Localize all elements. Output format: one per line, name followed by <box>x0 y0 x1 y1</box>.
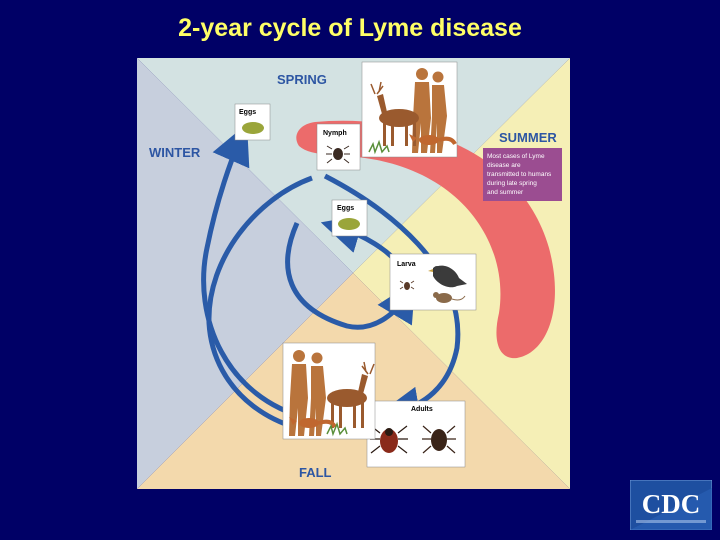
eggs-label-summer: Eggs <box>337 205 354 212</box>
grass-icon <box>326 421 348 437</box>
egg-cluster-icon <box>338 218 360 230</box>
deer-icon <box>327 361 375 428</box>
cycle-arrow-fall-to-spring <box>201 123 308 421</box>
mouse-icon <box>433 292 466 303</box>
cdc-logo-text: CDC <box>642 489 701 519</box>
nymph-card: Nymph <box>316 123 361 171</box>
grass-icon <box>368 139 390 155</box>
larva-label: Larva <box>397 261 416 268</box>
nymph-label: Nymph <box>323 130 347 137</box>
bird-icon <box>428 265 467 288</box>
cdc-logo: CDC <box>630 480 712 530</box>
adults-card: Adults <box>366 400 466 468</box>
winter-quadrant <box>137 58 353 489</box>
note-line-1: Most cases of Lyme <box>487 153 545 160</box>
adults-label: Adults <box>411 406 433 413</box>
eggs-card-summer: Eggs <box>331 199 368 237</box>
adult-male-tick-icon <box>422 425 456 454</box>
nymph-tick-icon <box>326 145 350 164</box>
note-line-5: and summer <box>487 189 524 196</box>
deer-icon <box>370 81 419 146</box>
note-line-3: transmitted to humans <box>487 171 552 178</box>
egg-cluster-icon <box>242 122 264 134</box>
fox-icon <box>289 417 337 429</box>
season-spring: SPRING <box>277 72 327 87</box>
cycle-arrow-nymph-to-adult <box>323 173 461 427</box>
page-title: 2-year cycle of Lyme disease <box>178 14 522 42</box>
eggs-card-spring: Eggs <box>234 103 271 141</box>
season-summer: SUMMER <box>499 130 557 145</box>
note-line-2: disease are <box>487 162 521 169</box>
season-winter: WINTER <box>149 145 201 160</box>
note-line-4: during late spring <box>487 180 537 187</box>
cycle-arrow-eggs-to-larva <box>285 221 416 330</box>
lyme-cycle-diagram: SPRING SUMMER WINTER FALL Most cases of … <box>137 58 570 489</box>
fox-icon <box>409 134 457 146</box>
spring-hosts-card <box>361 61 458 158</box>
season-fall: FALL <box>299 465 332 480</box>
larva-card: Larva <box>389 253 477 311</box>
adult-female-tick-icon <box>370 425 408 454</box>
summer-note-box: Most cases of Lyme disease are transmitt… <box>483 148 562 201</box>
larva-tick-icon <box>399 280 415 290</box>
eggs-label-spring: Eggs <box>239 109 256 116</box>
fall-hosts-card <box>282 342 376 440</box>
